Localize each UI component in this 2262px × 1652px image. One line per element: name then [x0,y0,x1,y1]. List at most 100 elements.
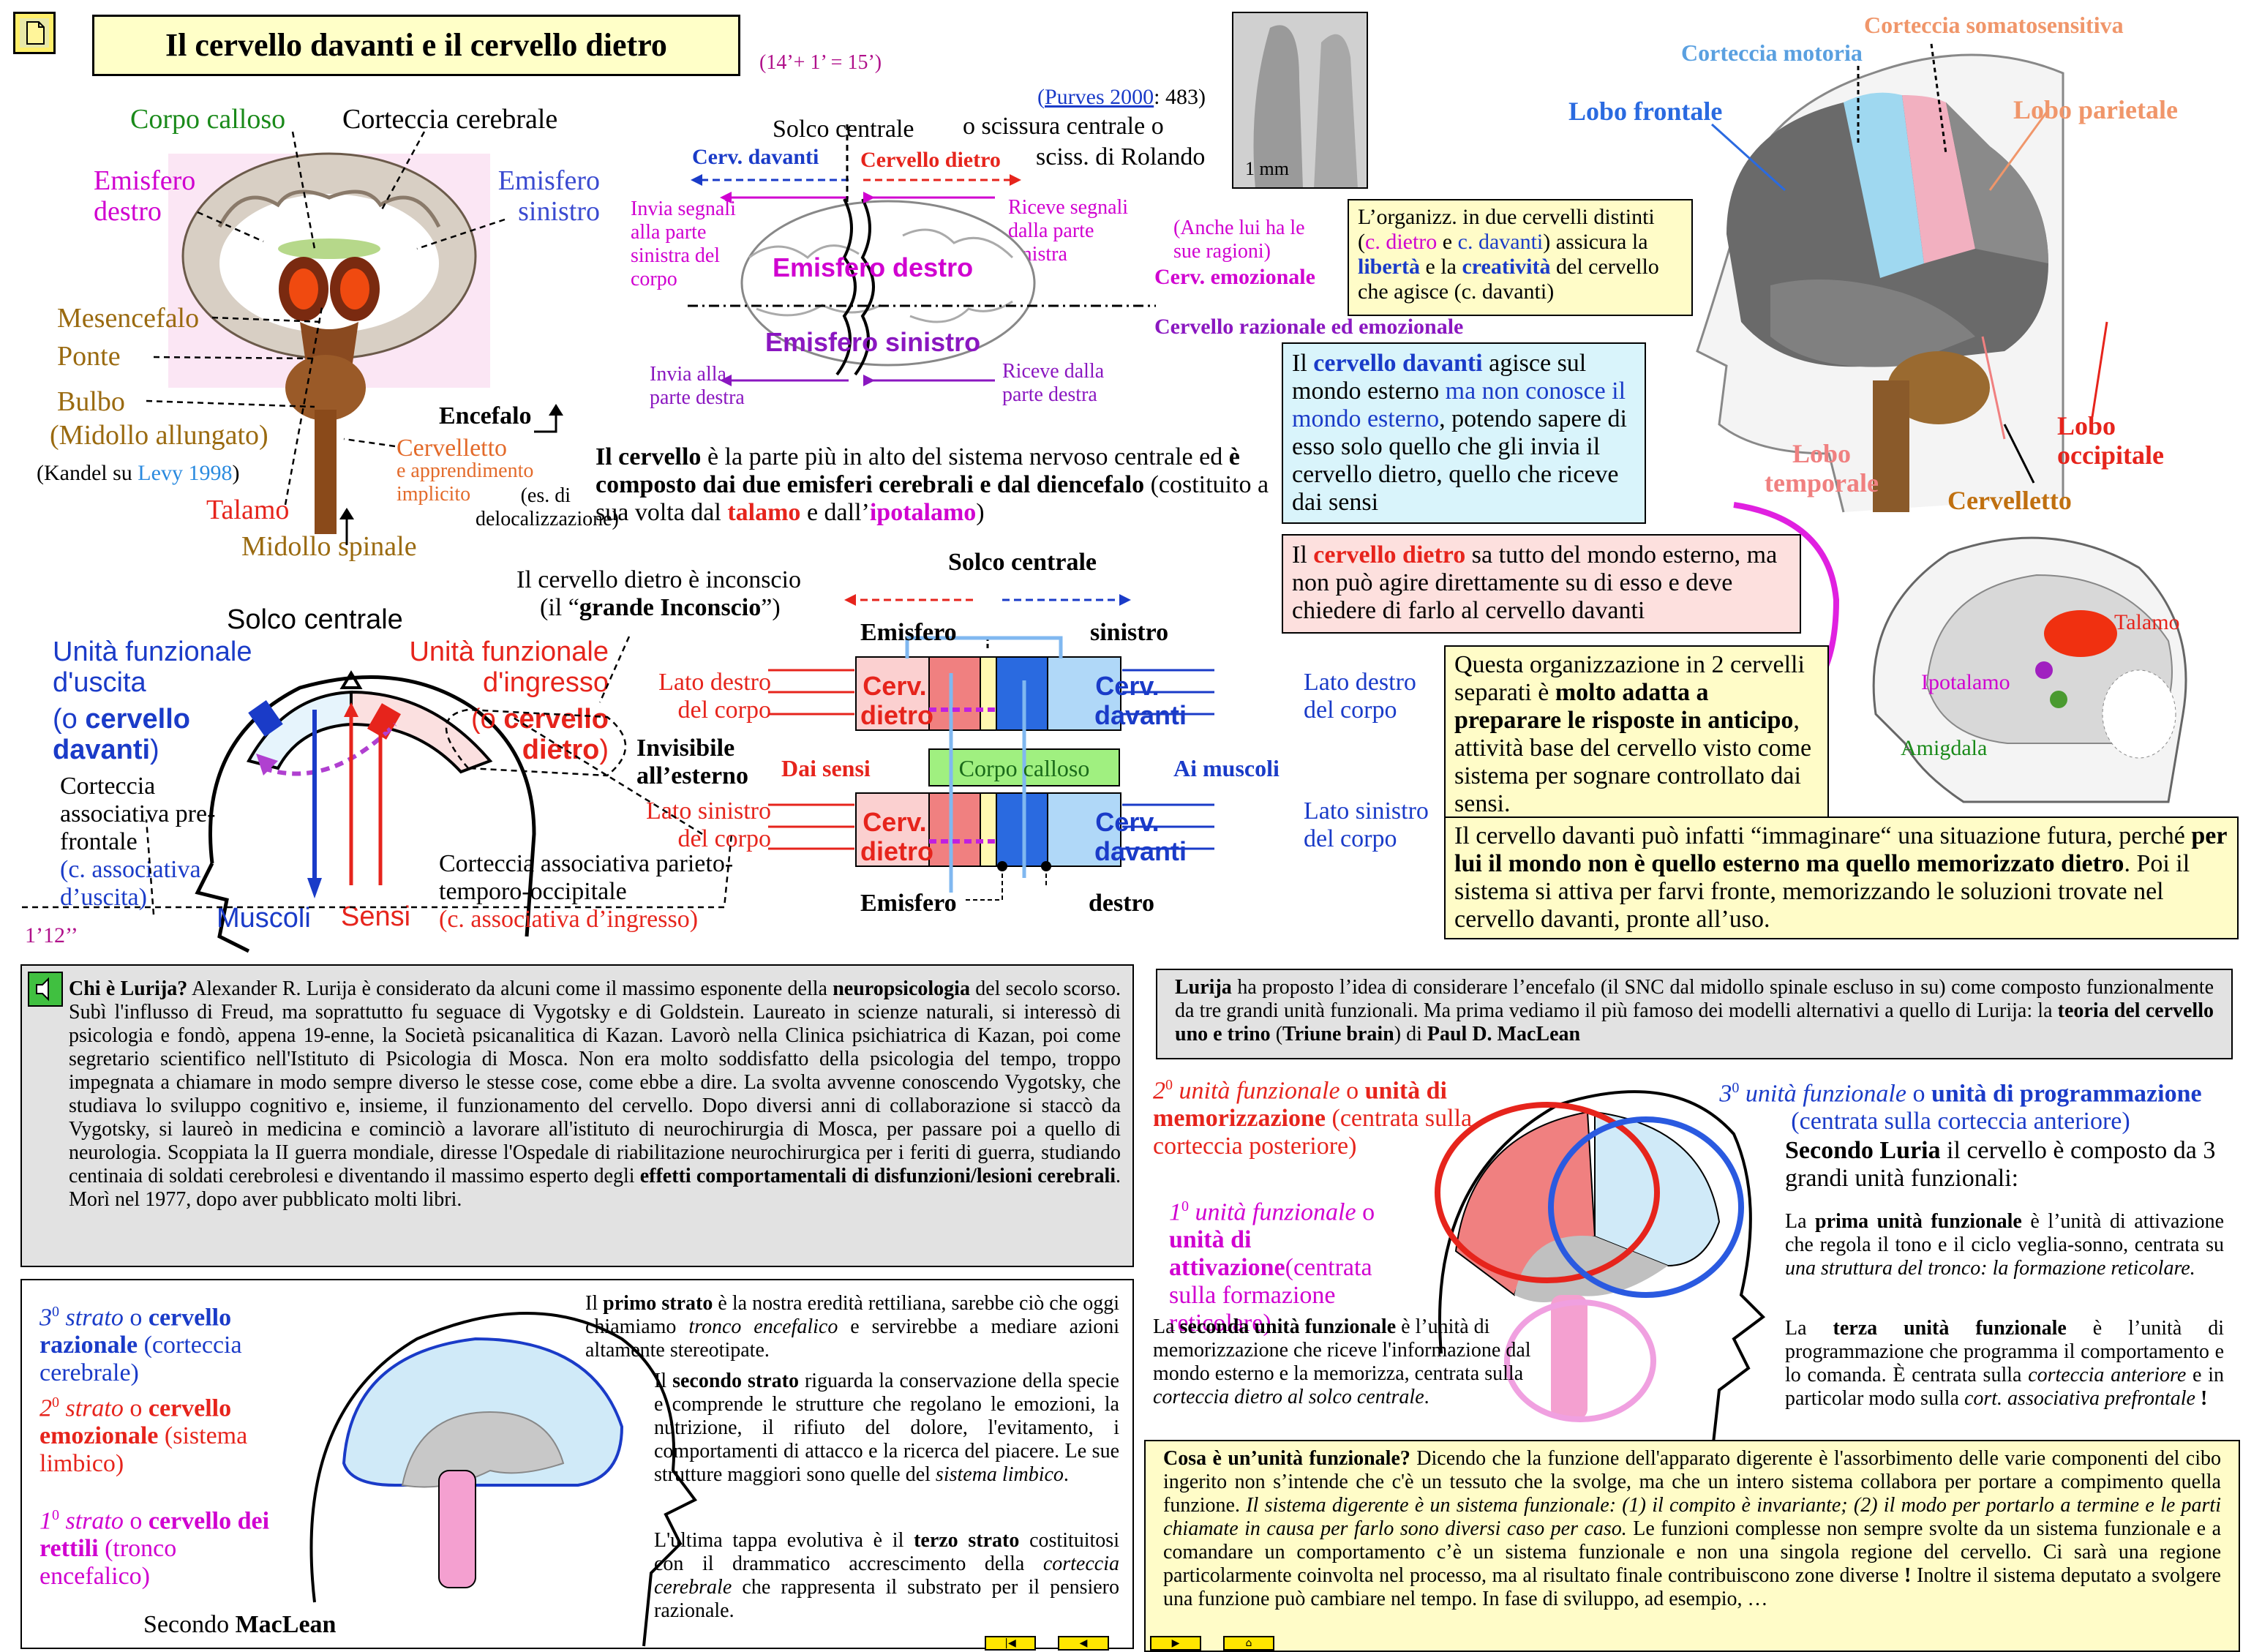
diagram-emisfero-bottom: Emisfero [860,890,957,917]
secondo-luria-text: Secondo Luria il cervello è composto da … [1785,1137,2216,1192]
unit-1-label: 10 unità funzionale o unità di attivazio… [1169,1198,1375,1337]
riceve-destra-label: Riceve dalla parte destra [1002,360,1105,406]
chi-e-lurija-box: Chi è Lurija? Alexander R. Lurija è cons… [20,964,1134,1267]
brain-top-view [740,198,1036,376]
emisfero-sinistro-brain-label: Emisfero sinistro [765,327,981,357]
middle-left-leader-lines [22,636,733,915]
diagram-destro-bottom: destro [1089,890,1155,917]
ai-muscoli-label: Ai muscoli [1173,755,1280,781]
nav-first-button[interactable]: |◀ [985,1636,1036,1651]
functional-block-diagram [768,594,1214,901]
label-cervelletto-right: Cervelletto [1947,486,2072,515]
cervello-davanti-box: Il cervello davanti agisce sul mondo est… [1282,342,1646,524]
maclean-box: 30 strato o cervello razionale (cortecci… [20,1279,1134,1649]
title-box: Il cervello davanti e il cervello dietro [92,15,740,76]
lurija-proposta-box: Lurija ha proposto l’idea di considerare… [1156,969,2233,1059]
nav-next-button[interactable]: ▶ [1150,1636,1201,1651]
label-emisfero-sinistro: Emisfero sinistro [497,165,600,227]
page-icon [26,21,45,45]
unita-uscita-label: Unità funzionale d'uscita (o cervello da… [53,637,252,765]
label-lobo-frontale: Lobo frontale [1568,97,1723,126]
unit-3-label: 30 unità funzionale o unità di programma… [1719,1080,2202,1135]
unita-ingresso-label: Unità funzionale d'ingresso (o cervello … [409,637,609,765]
speaker-icon[interactable] [28,972,63,1007]
purves-ref: (Purves 2000: 483) [1037,85,1206,109]
solco-centrale-head: Solco centrale [227,604,403,635]
cervello-description: Il cervello è la parte più in alto del s… [595,443,1269,526]
label-lobo-temporale: Lobo temporale [1765,439,1879,498]
cosa-e-unita-funzionale-box: Cosa è un’unità funzionale? Dicendo che … [1144,1440,2240,1652]
emisfero-destro-brain-label: Emisfero destro [773,252,974,282]
label-lobo-occipitale: Lobo occipitale [2057,411,2164,470]
brain-slice-photo [1232,12,1368,189]
diagram-emisfero-top: Emisfero [860,619,957,646]
label-mesencefalo: Mesencefalo [57,303,200,334]
invia-segnali-label: Invia segnali alla parte sinistra del co… [631,198,736,290]
lateral-brain-illustration [1696,53,2064,513]
lato-destro-right-label: Lato destro del corpo [1304,669,1416,724]
cerv-dietro-box-top: Cerv.dietro [860,671,934,730]
kandel-ref: (Kandel su Levy 1998) [37,461,240,485]
coronal-brain-illustration [168,152,490,534]
right-brain-leaders [1710,43,2108,484]
label-amigdala-right: Amigdala [1901,736,1988,760]
page-title: Il cervello davanti e il cervello dietro [165,27,667,63]
scale-label: 1 mm [1245,158,1289,179]
label-corteccia-motoria: Corteccia motoria [1681,40,1863,66]
label-midollo-spinale: Midollo spinale [241,531,417,562]
label-encefalo: Encefalo [439,402,532,429]
secondo-maclean-label: Secondo MacLean [143,1611,337,1638]
head-functional-units-diagram [195,670,536,953]
strato-1-label: 10 strato o cervello dei rettili (tronco… [40,1507,270,1591]
luria-units-head [1435,1090,1766,1457]
time-label: (14’+ 1’ = 15’) [759,51,882,74]
cerv-davanti-label: Cerv. davanti [692,145,819,169]
label-talamo: Talamo [206,495,290,525]
top-center-arrows [688,124,1156,386]
dai-sensi-label: Dai sensi [781,755,871,781]
cervello-davanti-immaginare-box: Il cervello davanti può infatti “immagin… [1444,816,2239,939]
diagram-sinistro-top: sinistro [1090,619,1169,646]
prima-unita-text: La prima unità funzionale è l’unità di a… [1785,1210,2225,1280]
nav-home-button[interactable]: ⌂ [1223,1636,1274,1651]
label-ponte: Ponte [57,341,121,372]
seconda-unita-text: La seconda unità funzionale è l’unità di… [1153,1315,1531,1408]
solco-label-3: sciss. di Rolando [1036,143,1206,170]
strato-2-label: 20 strato o cervello emozionale (sistema… [40,1394,248,1478]
solco-label-2: o scissura centrale o [963,113,1164,140]
label-corteccia-cerebrale: Corteccia cerebrale [342,104,558,135]
diagram-solco-centrale: Solco centrale [948,549,1097,576]
label-bulbo: Bulbo [57,386,125,417]
label-cervelletto: Cervelletto [397,435,508,462]
terza-unita-text: La terza unità funzionale è l’unità di p… [1785,1317,2225,1410]
lato-sinistro-left-label: Lato sinistro del corpo [646,797,771,852]
label-corpo-calloso: Corpo calloso [130,104,286,135]
lato-sinistro-right-label: Lato sinistro del corpo [1304,797,1429,852]
label-cervelletto-note: e apprendimento implicito [397,459,534,506]
unit-2-label: 20 unità funzionale o unità di memorizza… [1153,1077,1473,1160]
solco-label-1: Solco centrale [773,116,914,143]
organizz-box: L’organizz. in due cervelli distinti (c.… [1348,199,1693,316]
label-midollo-allungato: (Midollo allungato) [50,420,268,451]
purves-link[interactable]: Purves 2000 [1045,85,1154,109]
riceve-segnali-label: Riceve segnali dalla parte sinistra [1008,196,1129,266]
time-marker: 1’12’’ [25,923,78,947]
speaker-glyph [36,977,49,1002]
corteccia-parieto-label: Corteccia associativa parieto-temporo-oc… [439,850,734,933]
corpo-calloso-box-label: Corpo calloso [958,755,1090,781]
cerv-davanti-box-top: Cerv.davanti [1094,671,1187,730]
terzo-strato-text: L'ultima tappa evolutiva è il terzo stra… [654,1529,1119,1622]
lato-destro-left-label: Lato destro del corpo [658,669,771,724]
nav-prev-button[interactable]: ◀ [1058,1636,1109,1651]
top-left-leader-lines [146,131,563,545]
cerv-emozionale-label: Cerv. emozionale [1154,265,1315,289]
cerv-davanti-box-bottom: Cerv.davanti [1094,807,1187,866]
levy-link[interactable]: Levy 1998 [138,461,233,485]
cervello-dietro-box: Il cervello dietro sa tutto del mondo es… [1282,534,1801,634]
label-talamo-right: Talamo [2114,610,2180,634]
razionale-emozionale-label: Cervello razionale ed emozionale [1154,315,1464,339]
slice-texture [1253,25,1358,187]
cerv-dietro-box-bottom: Cerv.dietro [860,807,934,866]
document-icon[interactable] [13,12,56,54]
questa-organizzazione-box: Questa organizzazione in 2 cervelli sepa… [1444,645,1829,821]
